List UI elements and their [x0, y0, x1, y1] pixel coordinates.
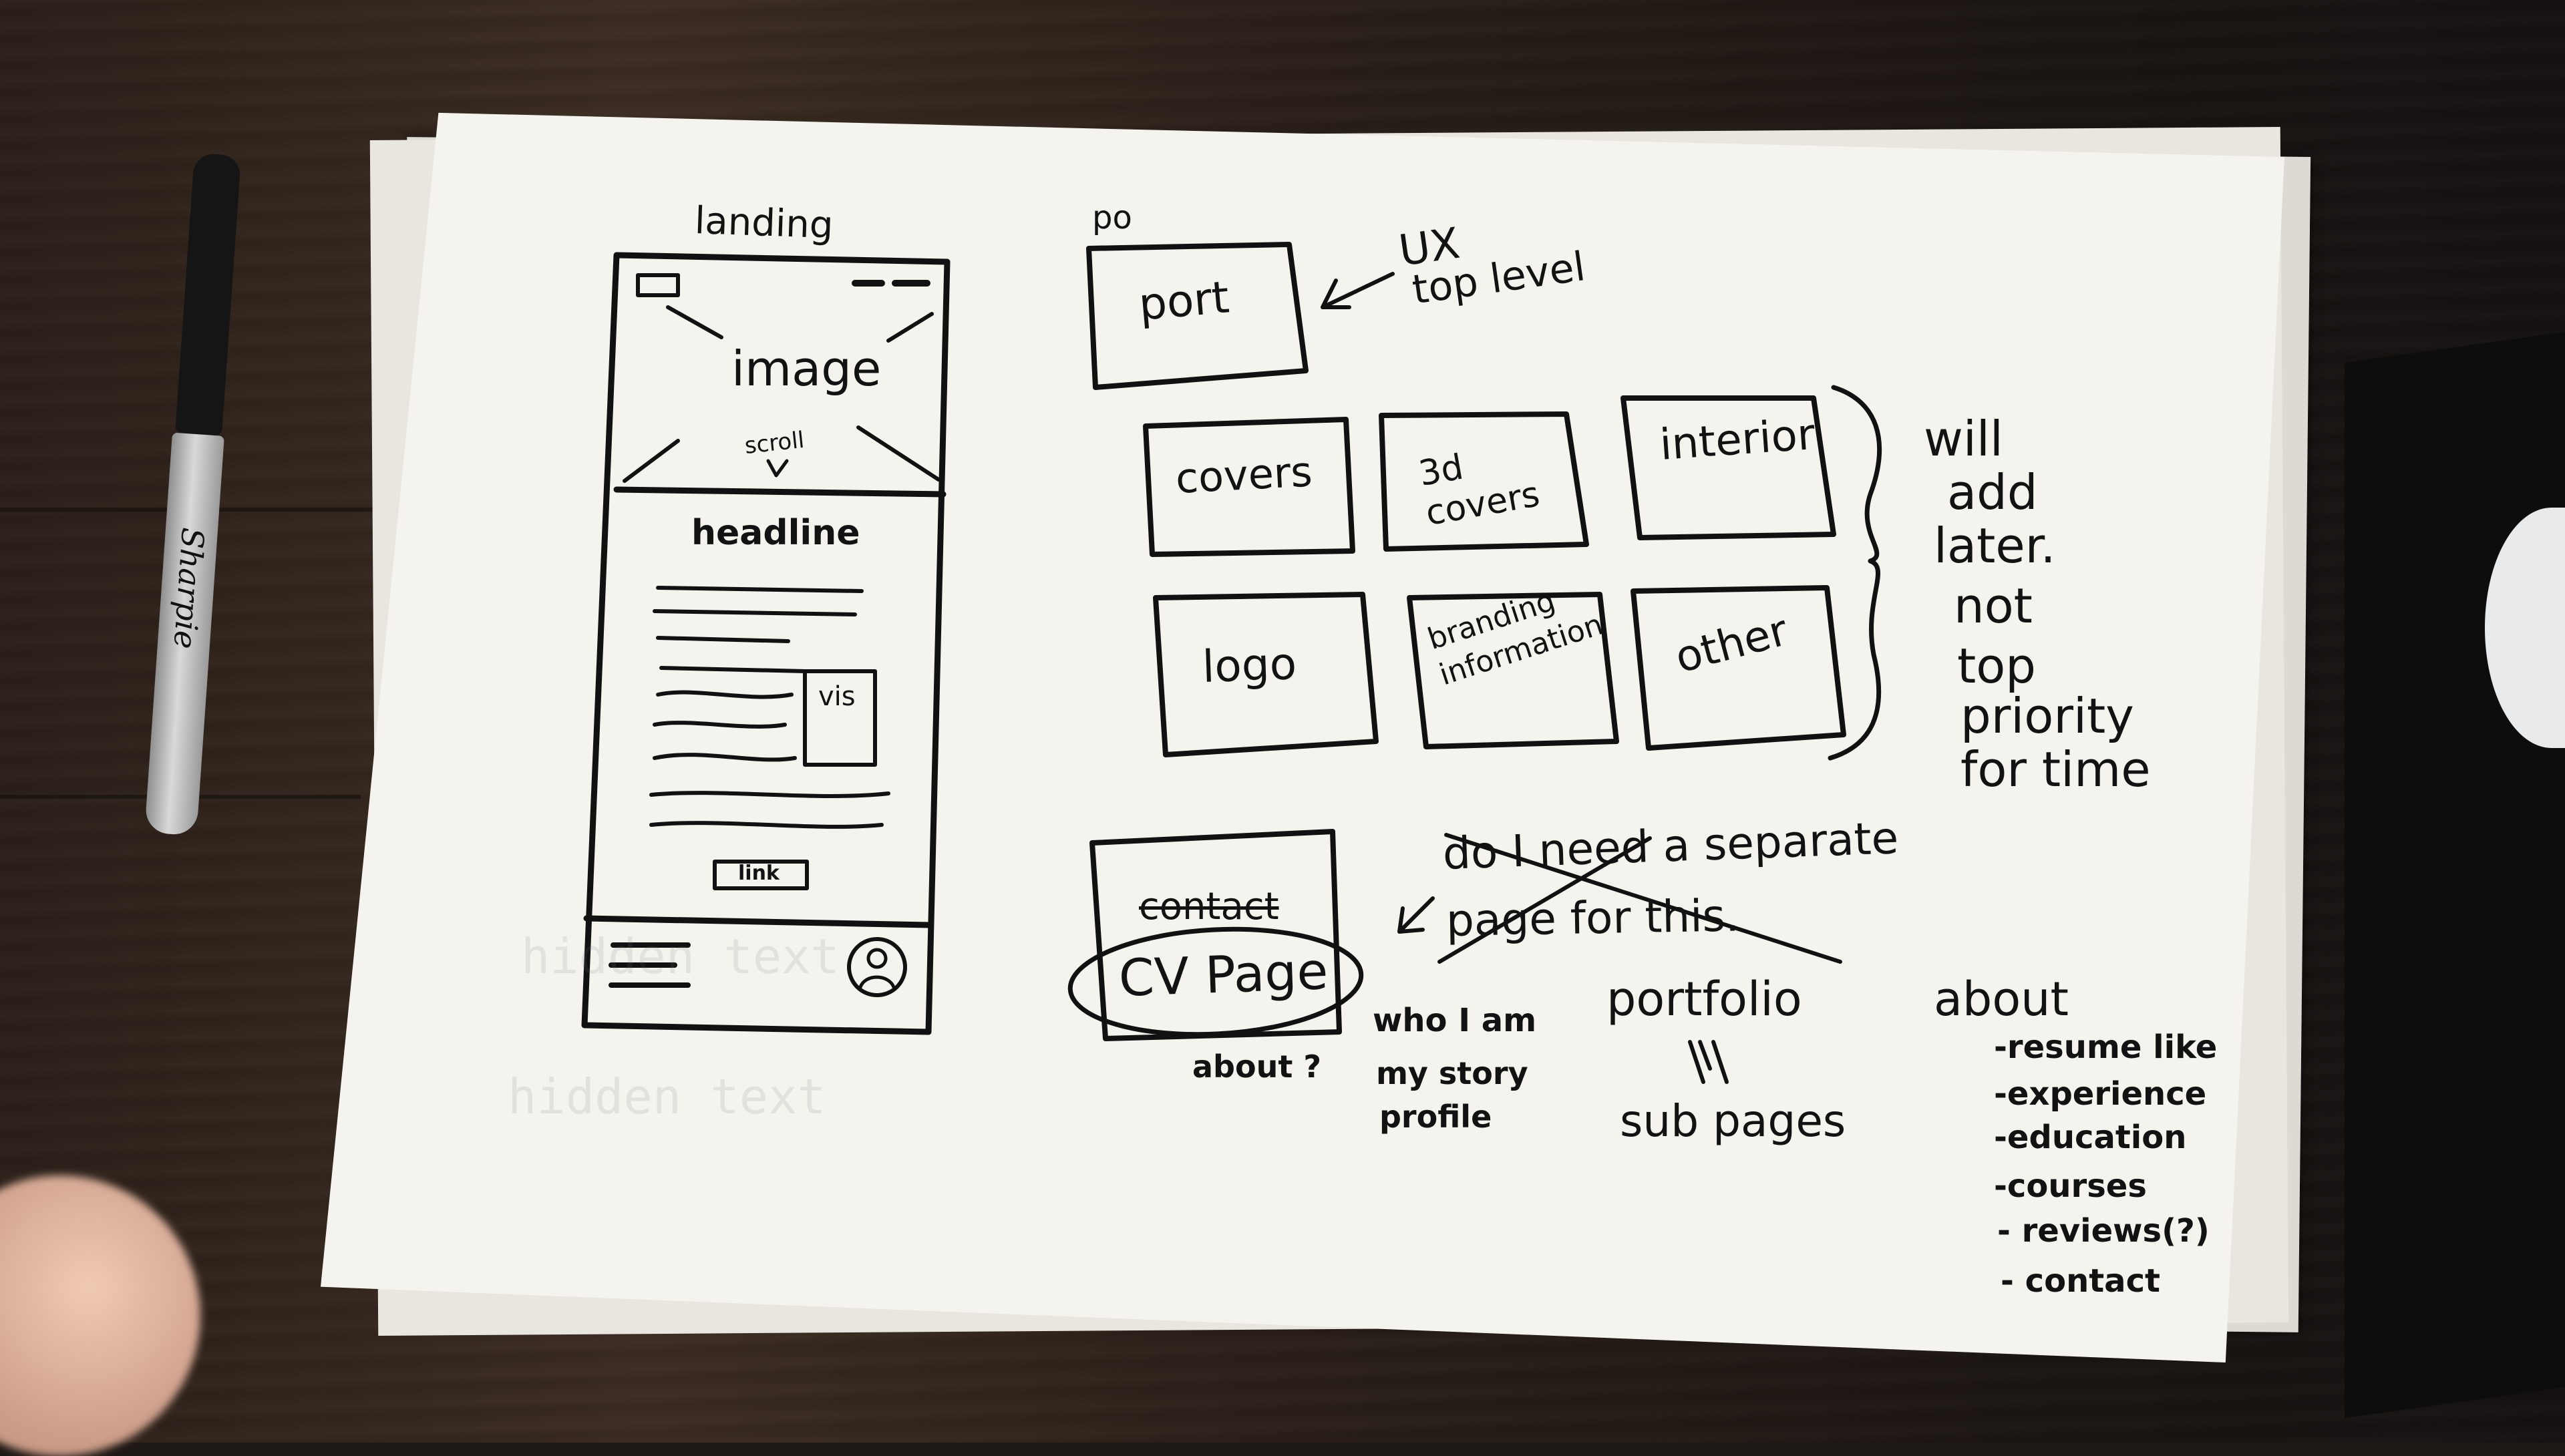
later-note-line: priority	[1960, 688, 2134, 744]
who-i-am-line: my story	[1376, 1055, 1528, 1091]
landing-label: landing	[693, 199, 834, 248]
who-i-am-line: profile	[1379, 1099, 1492, 1135]
sketch-paper	[321, 112, 2284, 1362]
later-note-line: for time	[1960, 741, 2151, 797]
about-item: - contact	[2001, 1262, 2160, 1300]
about-column-label: about	[1934, 972, 2069, 1027]
landing-wireframe	[581, 252, 951, 1035]
later-note-line: top	[1957, 638, 2036, 694]
cv-page-label: CV Page	[1118, 941, 1329, 1008]
about-item: -resume like	[1994, 1029, 2218, 1066]
about-item: -experience	[1994, 1075, 2207, 1113]
about-item: -courses	[1994, 1167, 2147, 1205]
portfolio-label: portfolio	[1606, 972, 1802, 1027]
about-item: - reviews(?)	[1997, 1212, 2210, 1250]
image-label: image	[731, 341, 882, 397]
port-label: port	[1136, 271, 1232, 331]
vis-label: vis	[818, 681, 856, 712]
later-note-line: not	[1954, 578, 2033, 634]
box-covers-label: covers	[1174, 447, 1314, 503]
box-logo-label: logo	[1201, 638, 1298, 693]
separate-page-question-line2: page for this.	[1445, 890, 1740, 946]
cv-block	[1067, 829, 1842, 1084]
later-note-line: will	[1924, 411, 2003, 467]
link-label: link	[738, 862, 780, 885]
subpages-label: sub pages	[1620, 1095, 1846, 1147]
later-note-line: add	[1947, 464, 2038, 520]
ghost-text: hidden text	[521, 928, 840, 984]
ghost-text: hidden text	[508, 1069, 826, 1125]
po-sitemap	[1086, 242, 1882, 761]
about-item: -education	[1994, 1119, 2187, 1156]
later-note-line: later.	[1934, 518, 2056, 574]
about-question-label: about ?	[1192, 1049, 1322, 1085]
contact-crossed-label: contact	[1139, 885, 1279, 928]
headline-label: headline	[691, 513, 860, 553]
po-label: po	[1092, 199, 1132, 236]
who-i-am-line: who I am	[1373, 1002, 1537, 1039]
